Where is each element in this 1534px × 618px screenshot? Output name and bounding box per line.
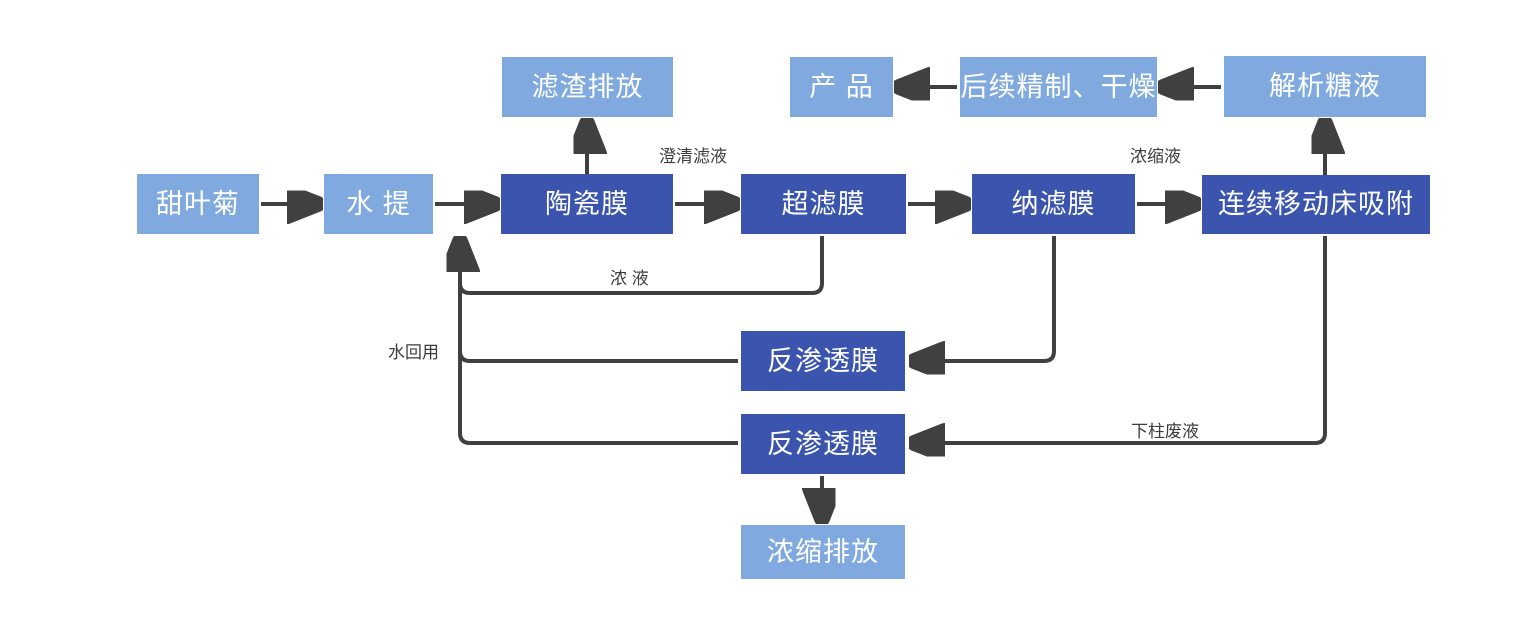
node-reverse-osmosis-membrane-2[interactable]: 反渗透膜 — [741, 414, 905, 474]
node-ultrafiltration-membrane[interactable]: 超滤膜 — [741, 174, 906, 234]
edge-label-clarified-filtrate: 澄清滤液 — [659, 147, 727, 166]
node-stevia[interactable]: 甜叶菊 — [137, 174, 259, 234]
node-residue-discharge[interactable]: 滤渣排放 — [502, 57, 673, 117]
edge-smb-to-ro2 — [916, 236, 1327, 443]
edge-label-concentrate: 浓缩液 — [1130, 147, 1181, 166]
node-refining-drying[interactable]: 后续精制、干燥 — [960, 57, 1157, 117]
edge-nf-to-ro1 — [916, 236, 1056, 361]
edge-label-water-reuse: 水回用 — [388, 343, 439, 362]
edge-label-retentate: 浓 液 — [610, 269, 649, 288]
edge-ro1-water-reuse — [458, 243, 738, 363]
node-product[interactable]: 产 品 — [790, 57, 893, 117]
edge-ro2-water-reuse — [458, 243, 738, 445]
node-reverse-osmosis-membrane-1[interactable]: 反渗透膜 — [741, 331, 905, 391]
node-water-extraction[interactable]: 水 提 — [324, 174, 433, 234]
node-continuous-moving-bed-adsorption[interactable]: 连续移动床吸附 — [1202, 175, 1430, 234]
edge-label-column-waste: 下柱废液 — [1131, 422, 1199, 441]
node-ceramic-membrane[interactable]: 陶瓷膜 — [501, 174, 673, 234]
node-nanofiltration-membrane[interactable]: 纳滤膜 — [972, 174, 1135, 234]
node-concentrate-discharge[interactable]: 浓缩排放 — [741, 525, 905, 579]
node-desorbed-sugar-liquid[interactable]: 解析糖液 — [1224, 56, 1426, 117]
